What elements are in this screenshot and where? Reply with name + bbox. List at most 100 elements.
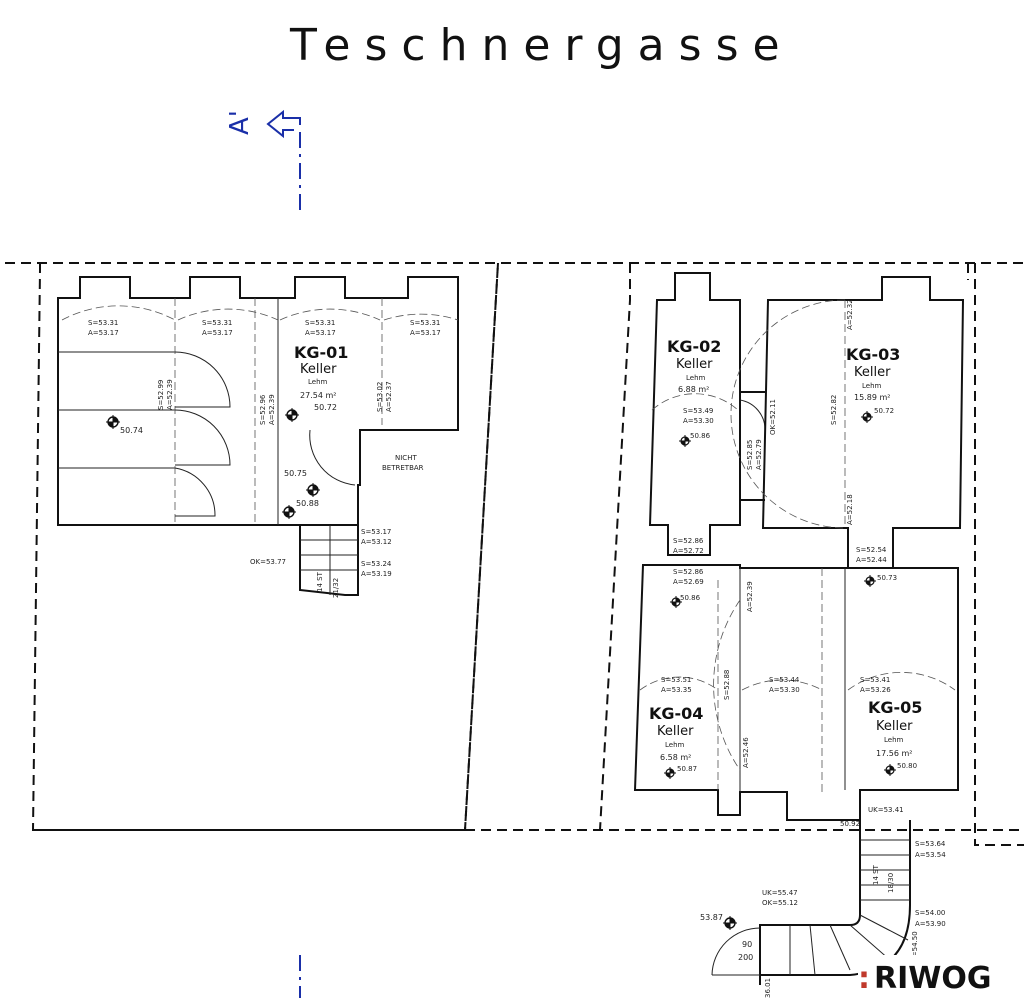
betretbar-label: BETRETBAR	[382, 464, 424, 472]
kg01-floor: Lehm	[308, 378, 328, 386]
building-outline	[5, 262, 1024, 846]
level-marker-icon	[664, 767, 676, 779]
svg-text:A=52.39: A=52.39	[268, 394, 276, 425]
level-5086b: 50.86	[680, 594, 701, 602]
svg-text:S=53.41: S=53.41	[860, 676, 890, 684]
nicht-label: NICHT	[395, 454, 417, 462]
kg03-floor: Lehm	[862, 382, 882, 390]
level-5075: 50.75	[284, 469, 307, 478]
svg-text:A=52.46: A=52.46	[742, 737, 750, 768]
level-uk5341: UK=53.41	[868, 806, 904, 814]
svg-text:S=53.64: S=53.64	[915, 840, 946, 848]
section-arrow-icon	[266, 109, 301, 139]
kg04-id: KG-04	[649, 704, 703, 723]
svg-text:A=53.17: A=53.17	[305, 329, 336, 337]
kg03-level: 50.72	[874, 407, 894, 415]
level-5387: 53.87	[700, 913, 723, 922]
room-kg03: KG-03 Keller Lehm 15.89 m² 50.72	[730, 276, 965, 569]
elevation-labels: S=53.31A=53.17 S=53.31A=53.17 S=53.31A=5…	[88, 319, 946, 928]
svg-text:14 ST: 14 ST	[316, 571, 324, 592]
level-5086a: 50.86	[690, 432, 711, 440]
level-marker-icons	[106, 408, 896, 930]
svg-text:A=53.30: A=53.30	[683, 417, 714, 425]
svg-text:S=52.82: S=52.82	[830, 395, 838, 425]
kg02-type: Keller	[676, 357, 713, 372]
svg-text:OK=52.11: OK=52.11	[769, 399, 777, 435]
svg-text:A=52.37: A=52.37	[385, 381, 393, 412]
room-kg01: KG-01 Keller Lehm 27.54 m² 50.72 NICHT B…	[57, 276, 459, 596]
kg05-floor: Lehm	[884, 736, 904, 744]
kg02-id: KG-02	[667, 337, 721, 356]
kg05-level: 50.80	[897, 762, 917, 770]
svg-text:A=53.26: A=53.26	[860, 686, 891, 694]
svg-text:S=52.88: S=52.88	[723, 670, 731, 700]
svg-text:A=53.30: A=53.30	[769, 686, 800, 694]
svg-text:A=53.17: A=53.17	[88, 329, 119, 337]
dim-200: 200	[738, 953, 753, 962]
svg-text:S=52.96: S=52.96	[259, 394, 267, 425]
svg-text:S=52.54: S=52.54	[856, 546, 887, 554]
svg-text:S=53.31: S=53.31	[88, 319, 118, 327]
level-ok5512: OK=55.12	[762, 899, 798, 907]
svg-text:14 ST: 14 ST	[872, 864, 880, 885]
svg-text:S=52.99: S=52.99	[157, 380, 165, 410]
svg-text:S=53.31: S=53.31	[305, 319, 335, 327]
svg-text:S=53.44: S=53.44	[769, 676, 800, 684]
svg-text:S=53.49: S=53.49	[683, 407, 713, 415]
logo-prefix: :	[858, 961, 870, 996]
svg-text:S=53.31: S=53.31	[410, 319, 440, 327]
room-kg02: KG-02 Keller Lehm 6.88 m² 50.86	[648, 272, 741, 556]
kg01-type: Keller	[300, 362, 337, 377]
level-ok5377: OK=53.77	[250, 558, 286, 566]
svg-text:S=52.85: S=52.85	[746, 440, 754, 470]
kg02-floor: Lehm	[686, 374, 706, 382]
kg02-area: 6.88 m²	[678, 385, 709, 394]
stair-labels: 14 ST 21/32 14 ST 18/30	[316, 571, 895, 893]
kg01-id: KG-01	[294, 343, 348, 362]
svg-text:A=52.72: A=52.72	[673, 547, 704, 555]
level-marker-icon	[861, 411, 873, 423]
level-marker-icon	[106, 415, 120, 429]
svg-text:S=53.31: S=53.31	[202, 319, 232, 327]
svg-text:A=52.32: A=52.32	[846, 299, 854, 330]
level-marker-icon	[884, 764, 896, 776]
kg05-area: 17.56 m²	[876, 749, 912, 758]
svg-text:S=53.02: S=53.02	[376, 382, 384, 412]
dim-90: 90	[742, 940, 752, 949]
section-marker: A'	[225, 109, 301, 998]
svg-text:21/32: 21/32	[332, 578, 340, 598]
level-5074: 50.74	[120, 426, 143, 435]
kg04-area: 6.58 m²	[660, 753, 691, 762]
svg-text:A=53.90: A=53.90	[915, 920, 946, 928]
level-uk5547: UK=55.47	[762, 889, 798, 897]
svg-text:A=52.18: A=52.18	[846, 494, 854, 525]
kg04-floor: Lehm	[665, 741, 685, 749]
svg-text:S=52.86: S=52.86	[673, 537, 704, 545]
kg01-area: 27.54 m²	[300, 391, 336, 400]
level-marker-icon	[282, 505, 296, 519]
level-marker-icon	[864, 575, 876, 587]
kg04-type: Keller	[657, 724, 694, 739]
kg05-id: KG-05	[868, 698, 922, 717]
svg-text:S=53.24: S=53.24	[361, 560, 392, 568]
svg-text:A=53.54: A=53.54	[915, 851, 946, 859]
level-marker-icon	[723, 916, 737, 930]
level-marker-icon	[679, 435, 691, 447]
svg-text:A=53.35: A=53.35	[661, 686, 692, 694]
riwog-logo: : RIWOG	[858, 955, 1024, 998]
svg-text:A=52.44: A=52.44	[856, 556, 887, 564]
level-marker-icon	[306, 483, 320, 497]
svg-text:A=53.12: A=53.12	[361, 538, 392, 546]
level-5092: 50.92	[840, 820, 860, 828]
level-marker-icon	[285, 408, 299, 422]
svg-text:A=54.50: A=54.50	[911, 931, 919, 962]
street-title: Teschnergasse	[289, 20, 794, 71]
level-5073: 50.73	[877, 574, 897, 582]
svg-text:S=52.86: S=52.86	[673, 568, 704, 576]
kg01-level: 50.72	[314, 403, 337, 412]
section-label: A'	[225, 110, 255, 135]
svg-text:A=52.39: A=52.39	[166, 379, 174, 410]
room-kg04-kg05: KG-04 Keller Lehm 6.58 m² 50.87 KG-05 Ke…	[633, 564, 959, 821]
kg05-type: Keller	[876, 719, 913, 734]
kg03-type: Keller	[854, 365, 891, 380]
